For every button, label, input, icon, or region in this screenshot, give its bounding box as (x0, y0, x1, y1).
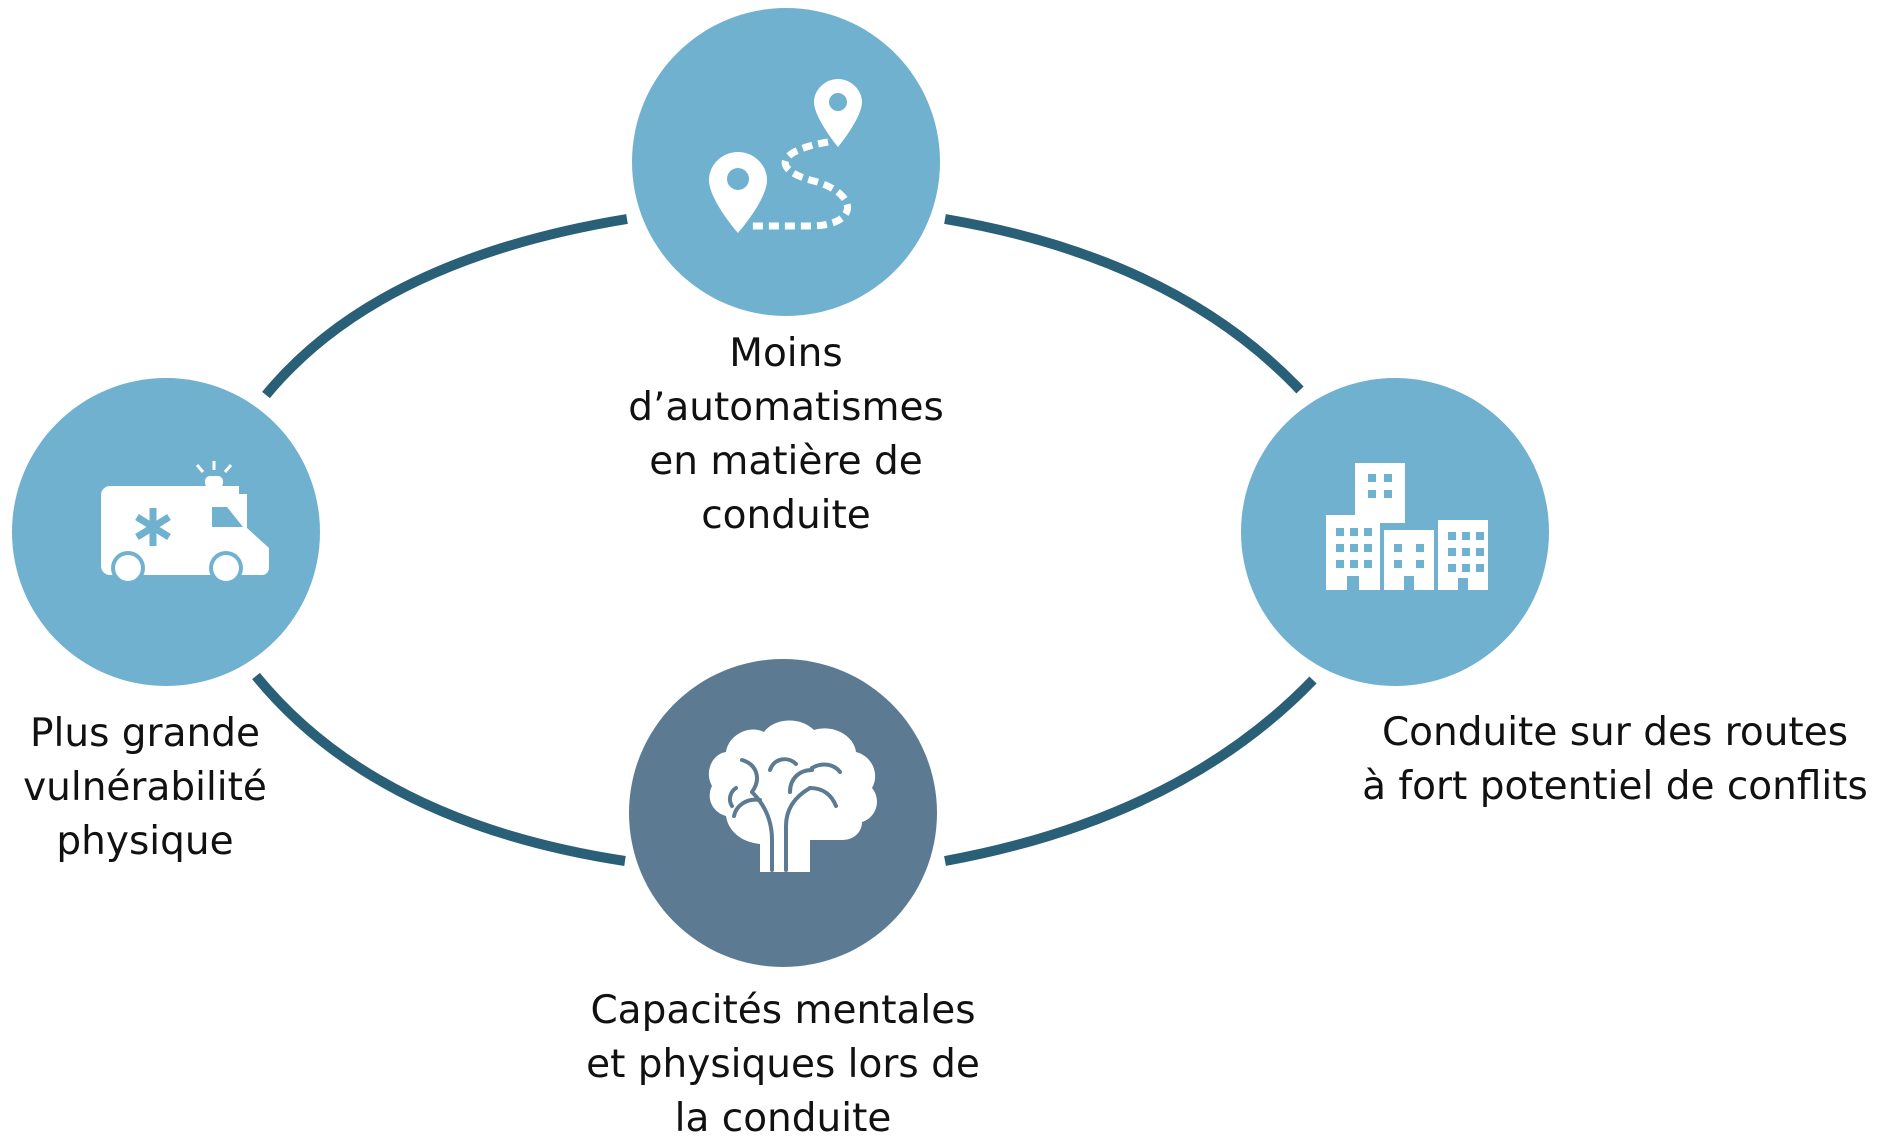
label-right-line-2: à fort potentiel de conflits (1362, 764, 1868, 809)
node-left (12, 378, 320, 686)
arc-bottom-left (252, 672, 626, 866)
label-top-line-4: conduite (701, 493, 871, 538)
label-top: Moins d’automatismes en matière de condu… (586, 327, 986, 543)
label-bottom-line-2: et physiques lors de (586, 1042, 980, 1087)
arc-bottom-right (944, 676, 1317, 866)
city-buildings-icon (1326, 463, 1488, 590)
node-right (1241, 378, 1549, 686)
label-top-line-2: d’automatismes (628, 385, 944, 430)
label-left-line-2: vulnérabilité (23, 765, 267, 810)
label-right-line-1: Conduite sur des routes (1381, 710, 1849, 755)
label-bottom: Capacités mentales et physiques lors de … (558, 984, 1008, 1146)
node-top (632, 8, 940, 316)
label-left-line-3: physique (56, 819, 234, 864)
arc-top-right (944, 214, 1304, 394)
arc-top-left (262, 214, 628, 399)
brain-icon (708, 720, 877, 872)
label-bottom-line-3: la conduite (674, 1096, 892, 1141)
label-left: Plus grande vulnérabilité physique (0, 707, 290, 869)
label-bottom-line-1: Capacités mentales (590, 988, 976, 1033)
connector-arcs (252, 214, 1317, 866)
node-bottom (629, 659, 937, 967)
route-map-pins-icon (709, 79, 862, 233)
label-left-line-1: Plus grande (30, 711, 260, 756)
label-right: Conduite sur des routes à fort potentiel… (1355, 706, 1875, 814)
label-top-line-1: Moins (729, 331, 843, 376)
ambulance-icon (101, 461, 269, 585)
label-top-line-3: en matière de (649, 439, 923, 484)
